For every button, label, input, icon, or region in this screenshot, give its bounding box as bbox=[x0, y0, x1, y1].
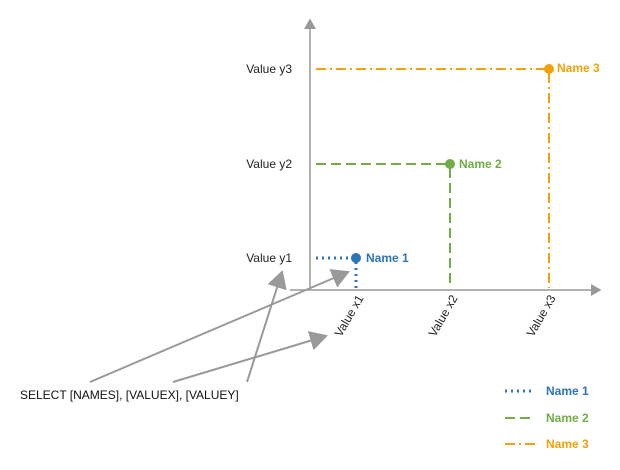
sql-query-text: SELECT [NAMES], [VALUEX], [VALUEY] bbox=[20, 388, 239, 402]
point-1-marker bbox=[351, 253, 361, 263]
legend-label: Name 2 bbox=[546, 411, 589, 425]
y-tick-label: Value y3 bbox=[246, 62, 292, 76]
x-tick-label: Value x2 bbox=[426, 292, 461, 339]
valuex-mapping-arrow bbox=[172, 331, 328, 383]
point-1-label: Name 1 bbox=[366, 251, 409, 265]
point-2-marker bbox=[445, 159, 455, 169]
point-2-label: Name 2 bbox=[459, 157, 502, 171]
x-tick-label: Value x3 bbox=[524, 292, 559, 339]
y-tick-label: Value y2 bbox=[246, 157, 292, 171]
legend-label: Name 3 bbox=[546, 437, 589, 451]
x-tick-label: Value x1 bbox=[332, 292, 367, 339]
valuey-mapping-arrow bbox=[246, 270, 287, 383]
point-3-marker bbox=[544, 64, 554, 74]
names-mapping-arrow bbox=[89, 269, 350, 383]
y-tick-label: Value y1 bbox=[246, 251, 292, 265]
point-3-label: Name 3 bbox=[557, 61, 600, 75]
legend-label: Name 1 bbox=[546, 384, 589, 398]
legend: Name 1 Name 2 Name 3 bbox=[505, 384, 589, 451]
